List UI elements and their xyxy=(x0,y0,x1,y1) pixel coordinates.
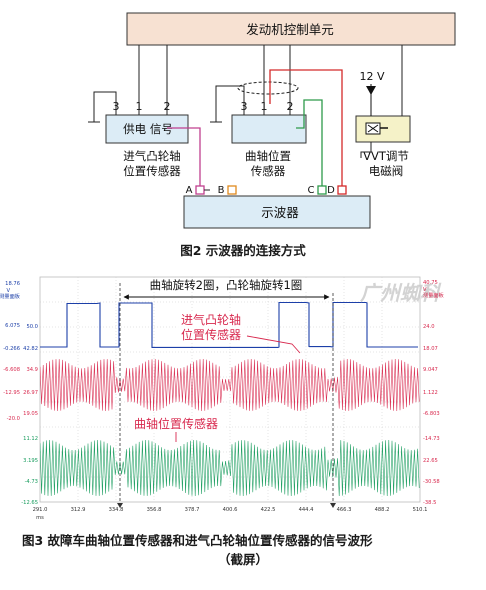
blue-trace xyxy=(40,301,418,348)
x-tick: 334.8 xyxy=(109,507,124,513)
left-tick: -4.73 xyxy=(25,479,38,485)
left-tick: 19.05 xyxy=(23,411,38,417)
x-tick: 356.8 xyxy=(147,507,162,513)
waveform-capture: 曲轴旋转2圈，凸轮轴旋转1圈 进气凸轮轴 位置传感器 曲轴位置传感器 广州蜘科 … xyxy=(0,276,445,521)
left-tick: 6.075 xyxy=(5,323,20,329)
ecu-box xyxy=(126,12,456,46)
oscilloscope-label: 示波器 xyxy=(261,205,299,220)
cam-sensor-name: 进气凸轮轴 xyxy=(123,149,181,163)
cam-label-pointer xyxy=(246,335,301,354)
x-axis-ticks: 291.0 312.9 334.8 356.8 378.7 400.6 422.5 444.4… xyxy=(33,507,428,513)
x-unit: ms xyxy=(36,515,44,521)
crank-sensor-name: 传感器 xyxy=(251,164,286,178)
channel-label: B xyxy=(218,185,225,196)
x-tick: 378.7 xyxy=(185,507,200,513)
left-tick: -12.65 xyxy=(21,500,38,506)
green-trace xyxy=(40,439,420,497)
left-tick: -6.608 xyxy=(3,367,20,373)
channel-d-port xyxy=(337,185,347,195)
watermark: 广州蜘科 xyxy=(360,281,442,305)
figure3-caption-note: （截屏） xyxy=(217,552,268,567)
shield-loop-icon xyxy=(237,81,299,95)
right-tick: -30.58 xyxy=(423,479,440,485)
channel-label: D xyxy=(327,185,335,196)
right-tick: 40.75 xyxy=(423,280,438,286)
x-tick: 510.1 xyxy=(413,507,428,513)
oscilloscope-box xyxy=(183,195,371,229)
left-tick: 18.76 xyxy=(5,281,20,287)
right-tick: V xyxy=(423,287,427,293)
right-axis-ticks: 40.75 V 测量面板 24.0 18.07 9.047 1.122 -6.8… xyxy=(423,280,445,506)
cam-sensor-body-label: 供电 信号 xyxy=(123,122,173,136)
red-trace xyxy=(40,358,420,412)
vvt-name: VVT调节 xyxy=(363,149,409,163)
right-tick: -38.5 xyxy=(423,500,436,506)
right-tick: 22.65 xyxy=(423,458,438,464)
left-tick: 26.97 xyxy=(23,390,38,396)
right-tick: 9.047 xyxy=(423,367,438,373)
cursor-marker-icon xyxy=(117,503,123,508)
probe-wire-d xyxy=(269,69,343,186)
x-tick: 444.4 xyxy=(299,507,315,513)
channel-label: C xyxy=(308,185,315,196)
left-tick: -0.266 xyxy=(3,346,20,352)
wiring xyxy=(88,45,403,191)
left-tick: V xyxy=(6,288,10,294)
left-tick: 3.195 xyxy=(23,458,38,464)
right-tick: 24.0 xyxy=(423,324,435,330)
rotation-annotation: 曲轴旋转2圈，凸轮轴旋转1圈 xyxy=(150,278,303,292)
x-tick: 291.0 xyxy=(33,507,48,513)
x-tick: 488.2 xyxy=(375,507,390,513)
left-axis-ticks: 18.76 V 测量面板 6.075 50.0 -0.266 42.82 -6.… xyxy=(0,281,38,506)
ecu-label: 发动机控制单元 xyxy=(246,22,334,37)
right-tick: 18.07 xyxy=(423,346,438,352)
right-tick: -6.803 xyxy=(423,411,440,417)
right-tick: 1.122 xyxy=(423,390,438,396)
right-tick: 测量面板 xyxy=(423,291,445,299)
crank-sensor-box xyxy=(231,114,307,144)
right-tick: -14.73 xyxy=(423,436,440,442)
left-tick: 11.12 xyxy=(23,436,38,442)
left-tick: -20.0 xyxy=(7,416,20,422)
cam-sensor-box xyxy=(105,114,189,144)
figure3-caption: 图3 故障车曲轴位置传感器和进气凸轮轴位置传感器的信号波形 xyxy=(22,533,373,548)
connection-diagram: 发动机控制单元 3 1 2 供电 信号 进气凸轮轴 位置传感器 3 1 2 曲轴… xyxy=(88,12,456,229)
cam-sensor-name: 位置传感器 xyxy=(123,164,181,178)
x-tick: 422.5 xyxy=(261,507,276,513)
vvt-box xyxy=(355,115,411,143)
channel-b-port xyxy=(227,185,237,195)
supply-arrow-icon xyxy=(366,86,376,95)
cursor-marker-icon xyxy=(330,503,336,508)
solenoid-coil-icon xyxy=(367,124,379,133)
left-tick: -12.95 xyxy=(3,390,20,396)
probe-wire-c xyxy=(296,99,323,186)
cam-trace-label: 进气凸轮轴 xyxy=(181,312,241,327)
channel-a-port xyxy=(195,185,205,195)
channel-c-port xyxy=(317,185,327,195)
vvt-supply-label: 12 V xyxy=(359,70,384,83)
left-tick: 50.0 xyxy=(26,324,38,330)
channel-label: A xyxy=(186,185,193,196)
x-tick: 312.9 xyxy=(71,507,86,513)
crank-trace-label: 曲轴位置传感器 xyxy=(134,416,218,431)
vvt-name: 电磁阀 xyxy=(369,164,404,178)
probe-wire-a xyxy=(167,127,201,186)
figure2-caption: 图2 示波器的连接方式 xyxy=(180,243,306,258)
crank-sensor-name: 曲轴位置 xyxy=(245,149,291,163)
left-tick: 测量面板 xyxy=(0,292,21,300)
left-tick: 42.82 xyxy=(23,346,38,352)
x-tick: 466.3 xyxy=(337,507,352,513)
x-tick: 400.6 xyxy=(223,507,238,513)
cam-trace-label: 位置传感器 xyxy=(181,327,241,342)
left-tick: 34.9 xyxy=(26,367,38,373)
